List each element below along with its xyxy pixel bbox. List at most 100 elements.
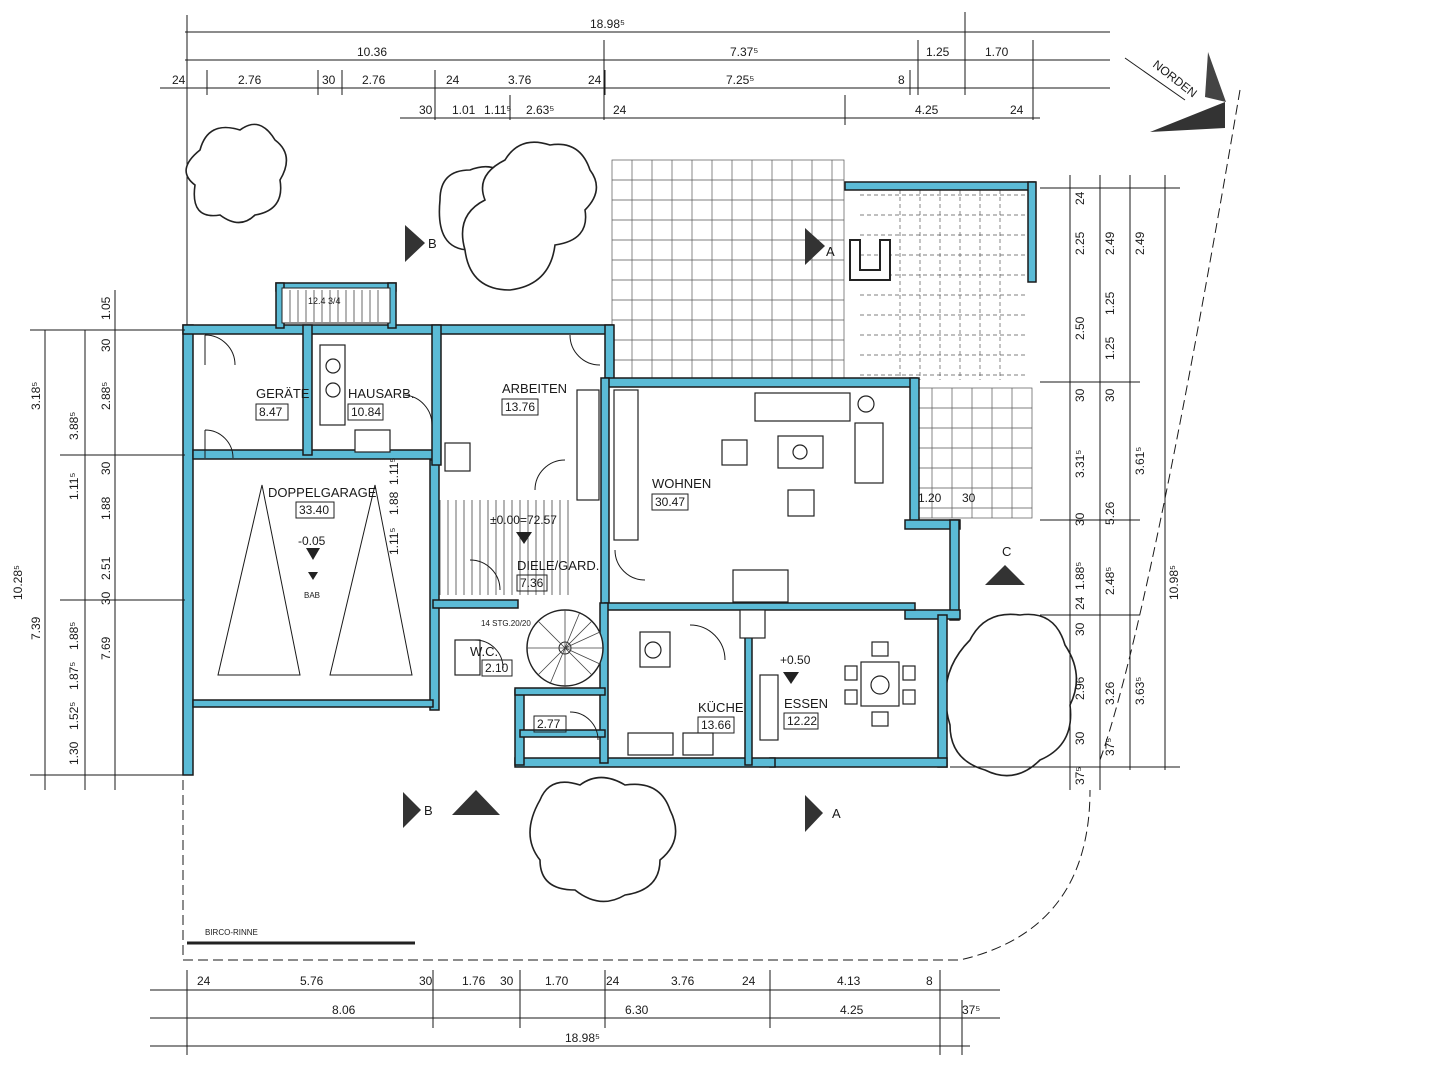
room-hausarb-name: HAUSARB. — [348, 386, 414, 401]
bottom-dimension-labels: 24 5.76 30 1.76 30 1.70 24 3.76 24 4.13 … — [197, 974, 980, 1045]
dim-top-r4-3: 2.63⁵ — [526, 103, 554, 117]
dim-bot-r1-8: 24 — [742, 974, 756, 988]
room-garage-level: -0.05 — [298, 534, 326, 548]
tree-top-left — [185, 123, 288, 224]
garage-drain-icon — [308, 572, 318, 580]
tree-bottom-center — [529, 776, 677, 903]
dim-left-c2-5: 1.30 — [67, 741, 81, 765]
room-arbeiten-area: 13.76 — [505, 400, 535, 414]
dim-right-c3-2: 3.63⁵ — [1133, 677, 1147, 705]
section-b-bottom-label: B — [424, 803, 433, 818]
dim-left-c1-2: 3.18⁵ — [29, 382, 43, 410]
dim-right-c2-2: 1.25 — [1103, 336, 1117, 360]
dim-right-misc-1: 30 — [962, 491, 976, 505]
dim-right-misc-0: 1.20 — [918, 491, 942, 505]
dim-right-c2-7: 37⁵ — [1103, 738, 1117, 756]
gutter-label: BIRCO-RINNE — [205, 928, 258, 937]
dim-right-c2-0: 2.49 — [1103, 231, 1117, 255]
dim-top-r4-5: 4.25 — [915, 103, 939, 117]
property-line: BIRCO-RINNE — [182, 89, 1241, 961]
dim-top-r3-3: 2.76 — [362, 73, 386, 87]
bottom-dimension-lines — [150, 970, 1000, 1055]
room-garage-name: DOPPELGARAGE — [268, 485, 377, 500]
sofa — [754, 392, 851, 422]
dim-left-c3-5: 2.51 — [99, 556, 113, 580]
dim-right-c2-5: 2.48⁵ — [1103, 567, 1117, 595]
dim-top-r2-c: 1.25 — [926, 45, 950, 59]
dim-left-c3-2: 2.88⁵ — [99, 382, 113, 410]
dim-right-c1-11: 37⁵ — [1073, 767, 1087, 785]
dim-top-r2-a: 10.36 — [357, 45, 387, 59]
dim-right-c4-0: 10.98⁵ — [1167, 565, 1181, 600]
dim-top-r4-2: 1.11⁵ — [484, 103, 511, 117]
room-diele-level: ±0.00=72.57 — [490, 513, 557, 527]
room-essen-level: +0.50 — [780, 653, 811, 667]
dim-right-c1-7: 24 — [1073, 596, 1087, 610]
section-a-bottom-icon — [805, 795, 823, 832]
section-c-label: C — [1002, 544, 1011, 559]
dim-left-c2-1: 1.11⁵ — [67, 473, 81, 500]
dim-bot-r2-1: 6.30 — [625, 1003, 649, 1017]
dim-top-r3-5: 3.76 — [508, 73, 532, 87]
section-b-top-label: B — [428, 236, 437, 251]
section-markers: B A B A C — [306, 225, 1025, 832]
diele-level-icon — [516, 532, 532, 544]
dim-top-r4-0: 30 — [419, 103, 433, 117]
dim-left-c2-4: 1.52⁵ — [67, 702, 81, 730]
garage-drain-label: BAB — [304, 591, 320, 600]
dim-right-c1-1: 2.25 — [1073, 231, 1087, 255]
diele-hatching — [439, 500, 569, 595]
section-b-top-icon — [405, 225, 425, 262]
dim-right-c1-9: 2.96 — [1073, 676, 1087, 700]
dim-bot-r1-2: 30 — [419, 974, 433, 988]
garage-level-icon — [306, 548, 320, 560]
dim-top-r3-2: 30 — [322, 73, 336, 87]
dim-bot-r1-9: 4.13 — [837, 974, 861, 988]
lamp-icon — [857, 395, 875, 413]
dim-right-c1-5: 30 — [1073, 512, 1087, 526]
dim-bot-r2-0: 8.06 — [332, 1003, 356, 1017]
section-b-bottom-icon — [403, 792, 421, 828]
dim-right-c1-6: 1.88⁵ — [1073, 562, 1087, 590]
dim-bot-r1-0: 24 — [197, 974, 211, 988]
stair-label: 14 STG.20/20 — [481, 619, 531, 628]
garage-car-symbols — [217, 484, 413, 676]
room-wc-name: W.C. — [470, 644, 498, 659]
room-kueche-name: KÜCHE — [698, 700, 744, 715]
interior-walls — [192, 324, 916, 766]
room-wohnen-area: 30.47 — [655, 495, 685, 509]
dim-right-c1-2: 2.50 — [1073, 316, 1087, 340]
terrace-stairs: 12.4 3/4 — [281, 287, 391, 324]
terrace-grid — [611, 159, 1033, 519]
room-abstell-area: 2.77 — [537, 717, 561, 731]
dim-right-c1-3: 30 — [1073, 388, 1087, 402]
dim-right-c2-4: 5.26 — [1103, 501, 1117, 525]
dim-top-overall: 18.98⁵ — [590, 17, 625, 31]
dim-top-r2-d: 1.70 — [985, 45, 1009, 59]
section-c-icon — [985, 565, 1025, 585]
dim-left-c3-4: 1.88 — [99, 496, 113, 520]
room-geraete-area: 8.47 — [259, 405, 283, 419]
dim-left-c1-0: 10.28⁵ — [11, 565, 25, 600]
dim-top-r3-8: 8 — [898, 73, 905, 87]
dim-right-c3-0: 2.49 — [1133, 231, 1147, 255]
room-wc-area: 2.10 — [485, 661, 509, 675]
exterior-step — [849, 239, 891, 281]
wall-cabinet — [613, 389, 639, 541]
dim-garage-inner-0: 1.11⁵ — [387, 458, 401, 485]
dim-top-r4-4: 24 — [613, 103, 627, 117]
dim-bot-r1-6: 24 — [606, 974, 620, 988]
terrace-stairs-label: 12.4 3/4 — [308, 296, 341, 306]
section-a-top-icon — [805, 228, 825, 265]
dim-top-r4-6: 24 — [1010, 103, 1024, 117]
dim-top-r3-7: 7.25⁵ — [726, 73, 754, 87]
dim-garage-inner-1: 1.88 — [387, 491, 401, 515]
room-labels: GERÄTE 8.47 HAUSARB. 10.84 ARBEITEN 13.7… — [255, 381, 828, 734]
dim-right-c1-0: 24 — [1073, 191, 1087, 205]
dim-top-r2-b: 7.37⁵ — [730, 45, 758, 59]
dim-right-c2-1: 1.25 — [1103, 291, 1117, 315]
dim-left-c1-1: 7.39 — [29, 616, 43, 640]
room-geraete-name: GERÄTE — [256, 386, 310, 401]
dim-top-r3-6: 24 — [588, 73, 602, 87]
